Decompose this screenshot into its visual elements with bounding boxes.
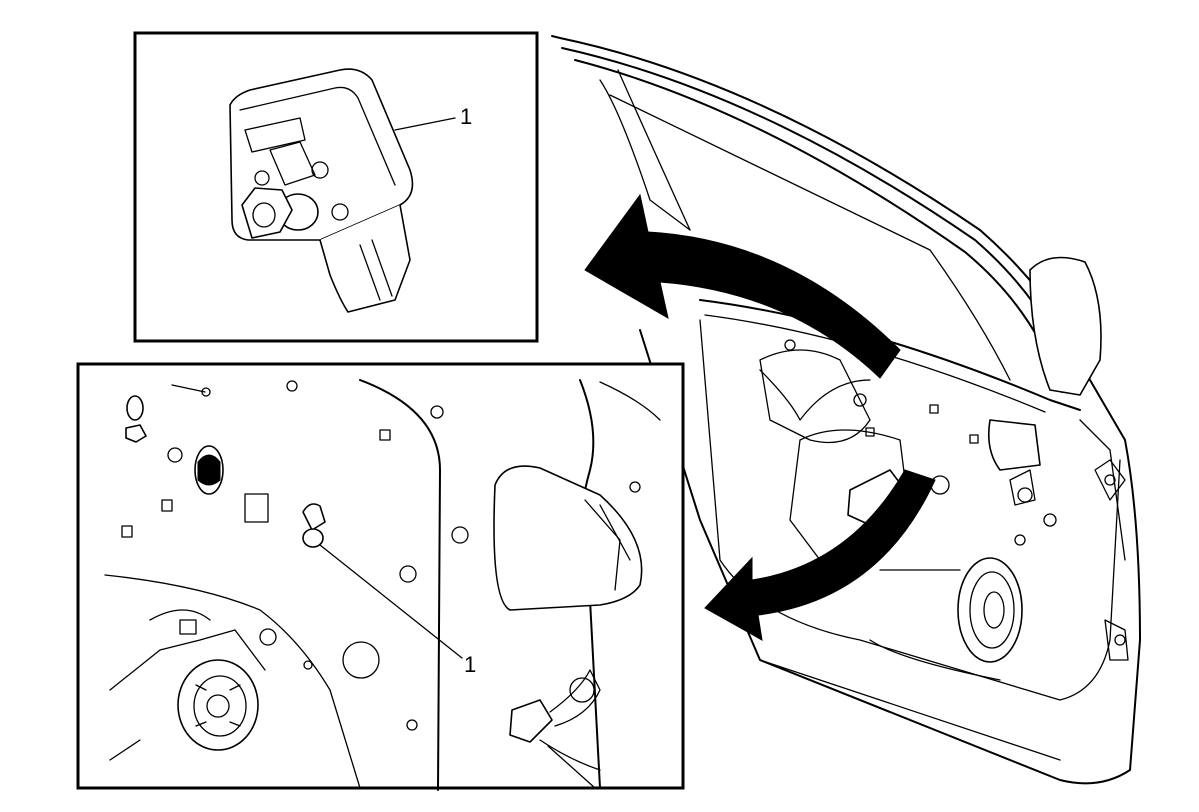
removal-arrows (584, 193, 936, 641)
upper-arrow (584, 193, 901, 379)
top-callout-number: 1 (460, 104, 472, 129)
harness-connector (509, 699, 553, 743)
top-callout-leader (394, 117, 456, 131)
bottom-callout-number: 1 (464, 652, 476, 677)
top-inset: 1 (133, 31, 539, 343)
clip-fastener (302, 503, 326, 531)
bottom-callout-leader (319, 544, 463, 659)
lower-arrow (704, 469, 936, 641)
bottom-inset: 1 (76, 362, 685, 791)
